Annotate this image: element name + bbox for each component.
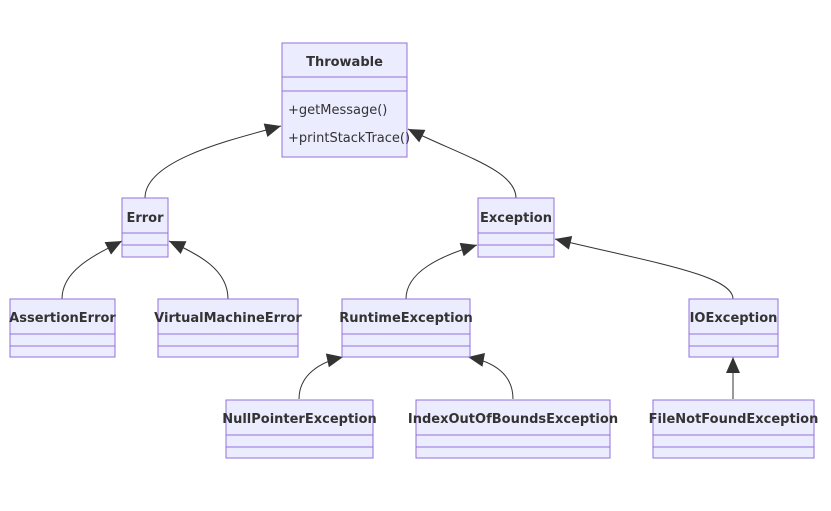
class-throwable: Throwable +getMessage() +printStackTrace… <box>281 42 410 158</box>
class-indexoutofboundsexception: IndexOutOfBoundsException <box>408 399 618 459</box>
method-getmessage: +getMessage() <box>288 103 387 118</box>
class-name: RuntimeException <box>339 311 473 326</box>
class-name: NullPointerException <box>222 412 377 427</box>
class-nullpointerexception: NullPointerException <box>222 399 377 459</box>
class-ioexception: IOException <box>688 298 779 358</box>
edge-nullpointerexception-runtimeexception <box>298 353 344 400</box>
edge-ioexception-exception <box>554 235 734 300</box>
edge-error-throwable <box>144 123 282 199</box>
class-error: Error <box>121 197 169 258</box>
class-assertionerror: AssertionError <box>9 298 116 358</box>
class-filenotfoundexception: FileNotFoundException <box>649 399 819 459</box>
class-runtimeexception: RuntimeException <box>339 298 473 358</box>
edge-indexoutofboundsexception-runtimeexception <box>467 353 514 400</box>
edge-runtimeexception-exception <box>405 242 478 300</box>
edge-virtualmachineerror-error <box>168 240 229 300</box>
class-exception: Exception <box>477 197 555 258</box>
inheritance-edges <box>61 123 740 400</box>
class-virtualmachineerror: VirtualMachineError <box>154 298 302 358</box>
class-name: VirtualMachineError <box>154 311 302 326</box>
method-printstacktrace: +printStackTrace() <box>288 131 410 146</box>
edge-assertionerror-error <box>61 240 123 300</box>
class-name: IndexOutOfBoundsException <box>408 412 618 427</box>
class-name: Throwable <box>306 55 383 70</box>
class-name: FileNotFoundException <box>649 412 819 427</box>
class-name: AssertionError <box>9 311 116 326</box>
class-name: IOException <box>690 311 778 326</box>
edge-exception-throwable <box>407 128 517 199</box>
class-name: Error <box>126 211 164 226</box>
class-name: Exception <box>480 211 552 226</box>
